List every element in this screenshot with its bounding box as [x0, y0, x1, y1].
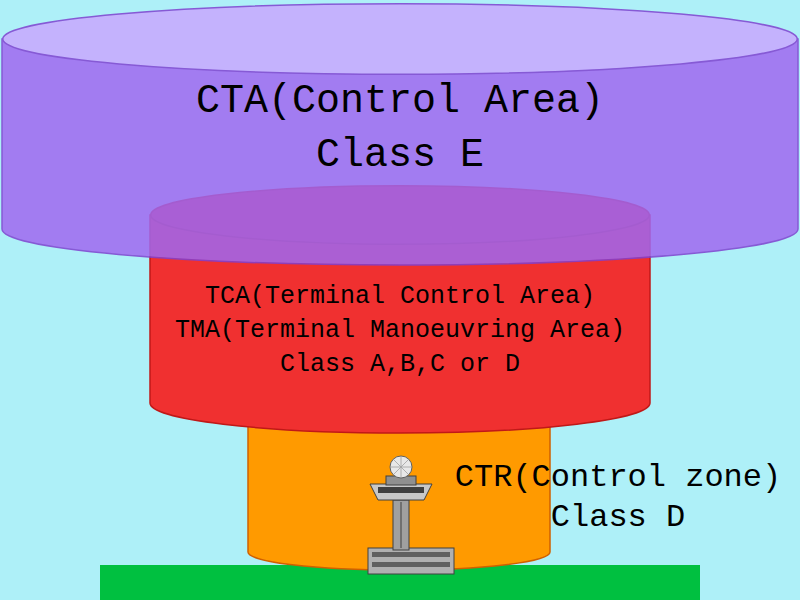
- zone-label: TMA(Terminal Manoeuvring Area): [175, 318, 625, 343]
- zone-label: Class D: [551, 502, 685, 534]
- cylinder-outline: [2, 3, 798, 265]
- zone-label: Class A,B,C or D: [280, 352, 520, 377]
- airspace-cylinder: CTA(Control Area) Class E: [2, 3, 798, 265]
- zone-label: Class E: [316, 136, 484, 176]
- zone-label: CTR(Control zone): [455, 462, 781, 494]
- zone-label: TCA(Terminal Control Area): [205, 284, 595, 309]
- zone-label: CTA(Control Area): [196, 82, 604, 122]
